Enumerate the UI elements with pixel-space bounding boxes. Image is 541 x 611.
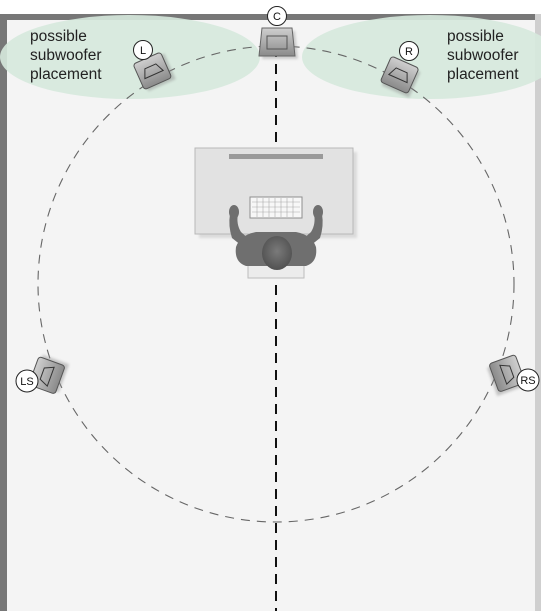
monitor <box>229 154 323 159</box>
left-speaker-label: L <box>140 45 146 57</box>
left-surround-badge <box>15 369 39 393</box>
left-speaker-badge <box>133 40 153 60</box>
center-speaker-badge <box>267 6 287 26</box>
left-surround-label: LS <box>20 376 33 388</box>
center-speaker-label: C <box>273 11 281 23</box>
right-surround-label: RS <box>520 375 535 387</box>
left-subwoofer-zone <box>0 15 260 99</box>
desk <box>194 147 357 238</box>
listener <box>229 205 323 270</box>
center-speaker: C <box>258 6 298 59</box>
right-arm <box>302 214 323 246</box>
left-wall <box>0 14 7 611</box>
right-wall-edge <box>535 14 541 611</box>
room-floor <box>6 14 541 611</box>
left-zone-label: possible subwoofer placement <box>30 28 106 83</box>
left-arm <box>229 214 250 246</box>
right-speaker-label: R <box>405 46 413 58</box>
right-zone-label: possible subwoofer placement <box>447 28 523 83</box>
room <box>0 14 541 611</box>
desk-surface <box>194 147 354 235</box>
right-speaker-badge <box>399 41 419 61</box>
keyboard <box>249 196 303 219</box>
listener-head <box>262 236 292 270</box>
left-surround-speaker: LS <box>15 354 70 394</box>
right-speaker: R <box>380 41 421 98</box>
left-hand <box>229 205 239 219</box>
right-surround-badge <box>516 368 540 392</box>
right-hand <box>313 205 323 219</box>
right-surround-speaker: RS <box>486 354 540 397</box>
right-subwoofer-zone <box>302 15 541 99</box>
left-speaker: L <box>133 40 176 92</box>
